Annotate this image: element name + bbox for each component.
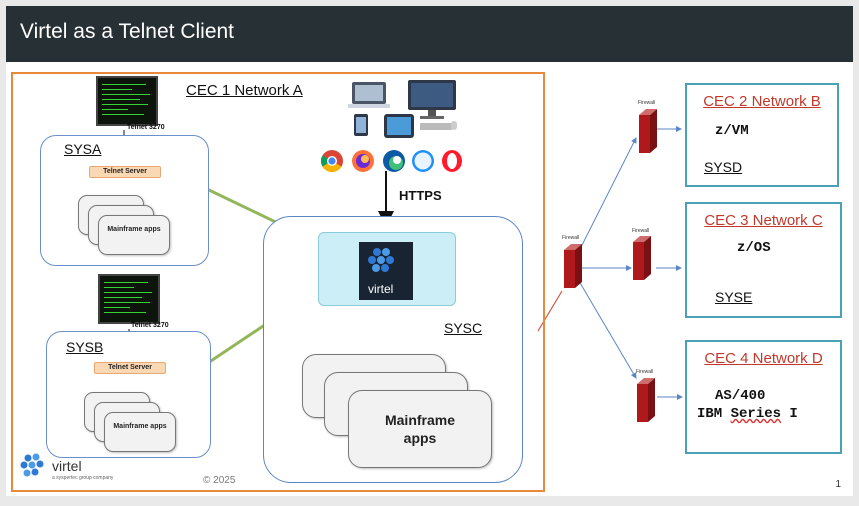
footer-logo-text: virtel xyxy=(52,458,82,474)
firewall-icon xyxy=(637,378,655,422)
tablet-icon xyxy=(384,114,414,138)
terminal-screen-icon xyxy=(96,76,158,126)
safari-icon xyxy=(412,150,434,172)
cec2-label: CEC 2 Network B xyxy=(703,93,821,110)
phone-icon xyxy=(354,114,368,136)
cec4-label: CEC 4 Network D xyxy=(704,350,823,367)
cec1-network-box xyxy=(11,72,545,492)
sysa-telnet-server: Telnet Server xyxy=(89,166,161,178)
cec4-os-line2: IBM Series I xyxy=(697,406,798,422)
page-number: 1 xyxy=(835,479,841,490)
cec2-network-box: CEC 2 Network B z/VM SYSD xyxy=(685,83,839,187)
sysb-app-card-front: Mainframe apps xyxy=(104,412,176,452)
sysb-telnet-label: Telnet 3270 xyxy=(131,322,169,329)
sysa-telnet-label: Telnet 3270 xyxy=(127,124,165,131)
sysc-label: SYSC xyxy=(444,320,483,336)
sysa-app-card-front: Mainframe apps xyxy=(98,215,170,255)
virtel-box-label: virtel xyxy=(368,282,394,296)
terminal-screen-icon xyxy=(98,274,160,324)
cec3-os: z/OS xyxy=(737,240,771,256)
browsers-group xyxy=(321,150,462,172)
edge-icon xyxy=(383,150,405,172)
footer-logo-sub: a syspertec group company xyxy=(52,475,114,481)
cec3-sys: SYSE xyxy=(715,289,753,305)
cec1-label: CEC 1 Network A xyxy=(186,82,303,99)
firewall-label: Firewall xyxy=(632,228,650,234)
firewall-label: Firewall xyxy=(638,100,656,106)
cec4-network-box: CEC 4 Network D AS/400 IBM Series I xyxy=(685,340,842,454)
virtel-logo-icon xyxy=(20,453,44,477)
firewall-label: Firewall xyxy=(562,235,580,241)
chrome-icon xyxy=(321,150,343,172)
sysc-app-card-front: Mainframe apps xyxy=(348,390,492,468)
cec3-label: CEC 3 Network C xyxy=(704,212,823,229)
keyboard-icon xyxy=(420,121,457,130)
laptop-icon xyxy=(348,82,390,108)
https-label: HTTPS xyxy=(399,188,442,203)
devices-group xyxy=(348,80,457,138)
firewall-label: Firewall xyxy=(636,369,654,375)
sysb-telnet-server: Telnet Server xyxy=(94,362,166,374)
slide: Virtel as a Telnet Client CEC 1 xyxy=(6,6,853,496)
title-bar: Virtel as a Telnet Client xyxy=(6,6,853,62)
sysb-label: SYSB xyxy=(66,339,104,355)
firewall-icon xyxy=(564,244,582,288)
sysa-label: SYSA xyxy=(64,141,102,157)
copyright: © 2025 xyxy=(203,475,236,486)
firefox-icon xyxy=(352,150,374,172)
cec3-network-box: CEC 3 Network C z/OS SYSE xyxy=(685,202,842,318)
opera-icon xyxy=(442,150,462,172)
cec2-sys: SYSD xyxy=(704,159,743,175)
firewall-icon xyxy=(633,236,651,280)
cec2-os: z/VM xyxy=(715,123,749,139)
firewall-icon xyxy=(639,109,657,153)
cec4-os-line1: AS/400 xyxy=(715,388,766,404)
slide-title: Virtel as a Telnet Client xyxy=(20,20,235,43)
virtel-logo-icon: virtel xyxy=(359,242,413,300)
desktop-icon xyxy=(408,80,456,119)
